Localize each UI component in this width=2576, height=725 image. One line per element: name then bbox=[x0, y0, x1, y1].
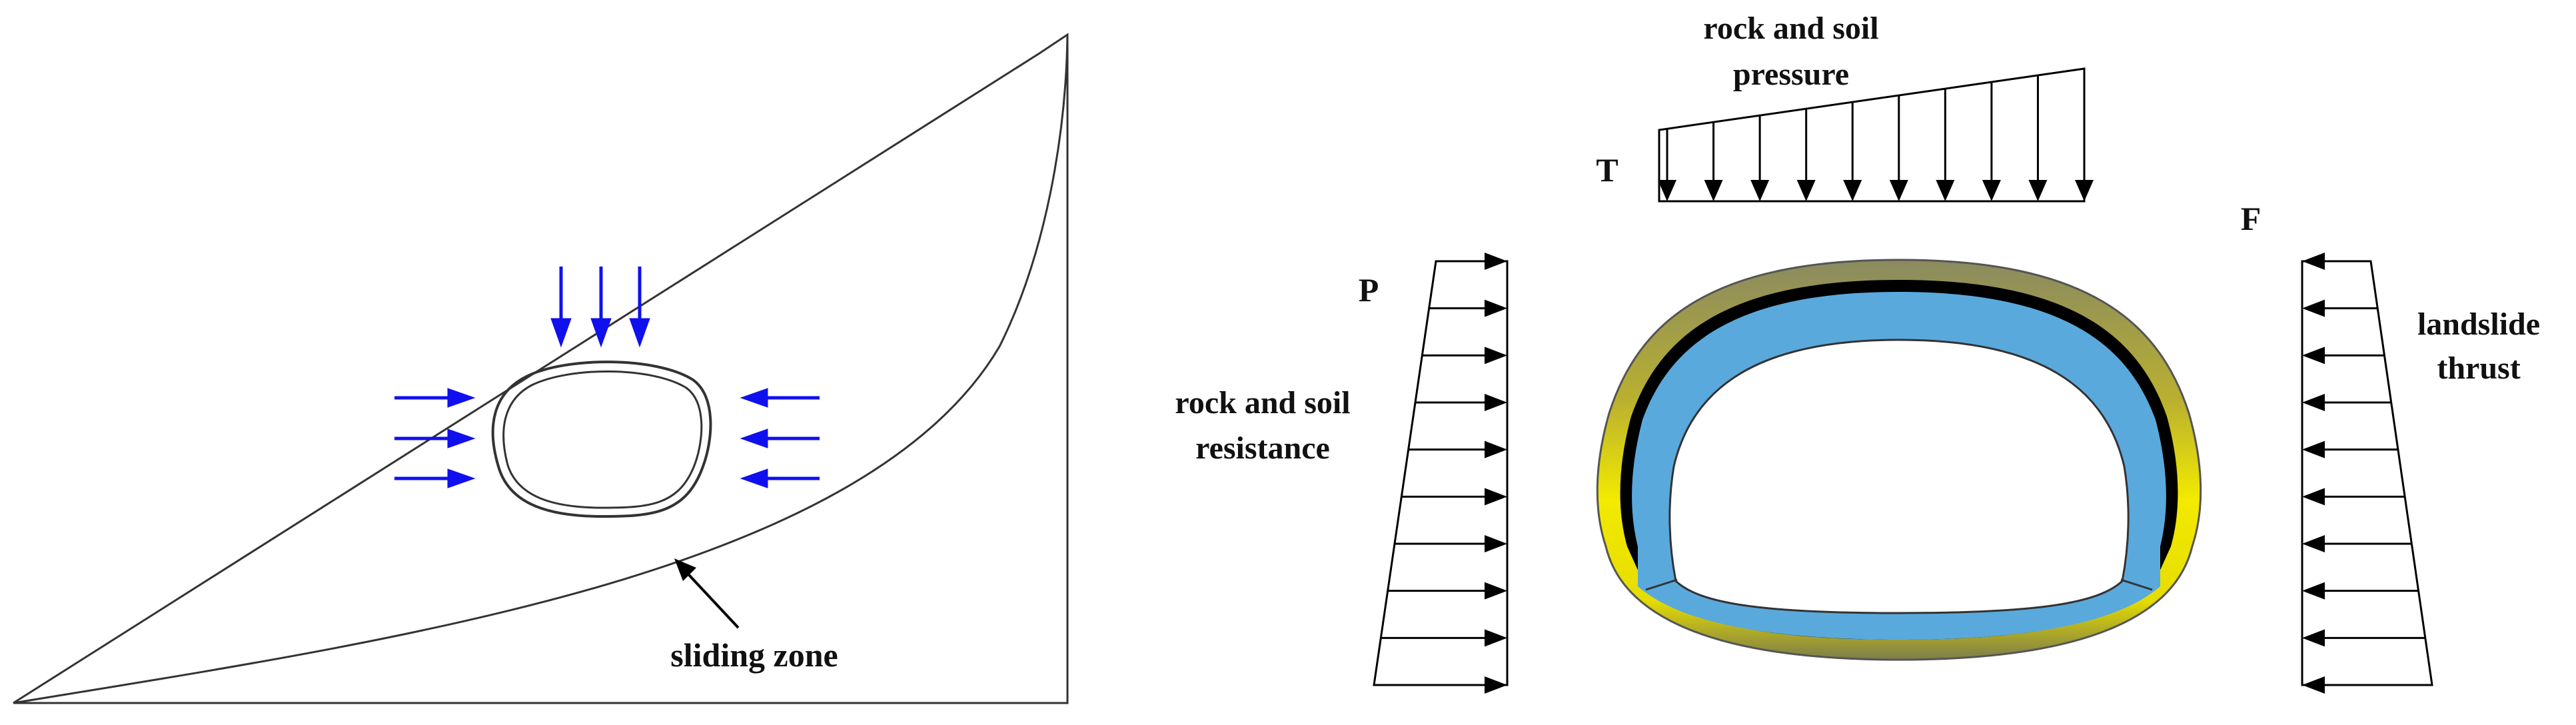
left-load-arrowhead bbox=[447, 468, 476, 488]
thrust-arrowhead bbox=[2302, 253, 2325, 270]
pressure-trapezoid bbox=[1658, 67, 2086, 203]
pressure-label-line1: rock and soil bbox=[1703, 11, 1878, 46]
lining-joint-right bbox=[2120, 578, 2153, 591]
right-load-arrows bbox=[740, 388, 820, 488]
resistance-arrowhead bbox=[1485, 582, 1507, 600]
resistance-arrows bbox=[1374, 253, 1507, 694]
loading-diagram: rock and soil pressure T P F rock and so… bbox=[1175, 11, 2540, 694]
thrust-arrowhead bbox=[2302, 582, 2325, 600]
thrust-label-line2: thrust bbox=[2437, 351, 2520, 386]
t-label: T bbox=[1596, 151, 1618, 189]
pressure-arrowhead bbox=[2028, 180, 2048, 201]
pressure-arrowhead bbox=[1982, 180, 2001, 201]
pressure-arrowhead bbox=[1796, 180, 1816, 201]
tunnel-lining bbox=[1596, 259, 2202, 661]
top-load-arrows bbox=[550, 267, 650, 348]
top-load-arrowhead bbox=[590, 318, 612, 348]
resistance-label-line2: resistance bbox=[1195, 430, 1330, 466]
resistance-arrowhead bbox=[1485, 440, 1507, 458]
pressure-arrowhead bbox=[1936, 180, 1955, 201]
resistance-arrowhead bbox=[1485, 629, 1507, 647]
lining-opening bbox=[1668, 339, 2130, 614]
sliding-surface-curve bbox=[13, 34, 1069, 704]
thrust-arrows bbox=[2302, 253, 2432, 694]
thrust-arrowhead bbox=[2302, 299, 2325, 317]
right-load-arrowhead bbox=[740, 468, 768, 488]
thrust-arrowhead bbox=[2302, 488, 2325, 506]
resistance-arrowhead bbox=[1485, 299, 1507, 317]
resistance-load-diagram bbox=[1373, 253, 1509, 694]
right-load-arrowhead bbox=[740, 428, 768, 448]
pressure-arrowhead bbox=[1750, 180, 1770, 201]
thrust-arrowhead bbox=[2302, 440, 2325, 458]
thrust-arrowhead bbox=[2302, 676, 2325, 694]
pressure-arrowhead bbox=[1889, 180, 1908, 201]
f-label: F bbox=[2241, 200, 2261, 237]
thrust-arrowhead bbox=[2302, 535, 2325, 552]
left-load-arrowhead bbox=[447, 388, 476, 408]
thrust-arrowhead bbox=[2302, 347, 2325, 364]
pressure-arrows bbox=[1658, 69, 2094, 201]
pressure-arrowhead bbox=[1843, 180, 1862, 201]
lining-joint-left bbox=[1645, 578, 1678, 591]
resistance-arrowhead bbox=[1485, 676, 1507, 694]
resistance-trapezoid bbox=[1373, 260, 1509, 686]
thrust-trapezoid bbox=[2301, 260, 2433, 686]
thrust-arrowhead bbox=[2302, 394, 2325, 411]
pressure-label-line2: pressure bbox=[1733, 57, 1849, 92]
left-load-arrowhead bbox=[447, 428, 476, 448]
sliding-zone-pointer-arrow bbox=[680, 565, 740, 629]
thrust-label-line1: landslide bbox=[2417, 307, 2540, 342]
slope-diagram: sliding zone bbox=[13, 33, 1069, 704]
resistance-label-line1: rock and soil bbox=[1175, 385, 1350, 420]
pressure-arrowhead bbox=[1704, 180, 1723, 201]
top-load-arrowhead bbox=[550, 318, 572, 348]
resistance-arrowhead bbox=[1485, 347, 1507, 364]
top-load-arrowhead bbox=[629, 318, 650, 348]
sliding-zone-label: sliding zone bbox=[670, 636, 838, 674]
slope-tunnel-outer bbox=[491, 361, 712, 518]
thrust-load-diagram bbox=[2301, 253, 2433, 694]
resistance-arrowhead bbox=[1485, 394, 1507, 411]
pressure-arrowhead bbox=[1658, 180, 1676, 201]
pressure-load-diagram bbox=[1658, 67, 2094, 203]
right-load-arrowhead bbox=[740, 388, 768, 408]
resistance-arrowhead bbox=[1485, 535, 1507, 552]
resistance-arrowhead bbox=[1485, 253, 1507, 270]
left-load-arrows bbox=[394, 388, 476, 488]
thrust-arrowhead bbox=[2302, 629, 2325, 647]
resistance-arrowhead bbox=[1485, 488, 1507, 506]
sliding-zone-pointer-arrowhead bbox=[674, 558, 696, 581]
p-label: P bbox=[1359, 271, 1379, 309]
pressure-arrowhead bbox=[2075, 180, 2094, 201]
slope-tunnel-inner bbox=[502, 370, 703, 509]
